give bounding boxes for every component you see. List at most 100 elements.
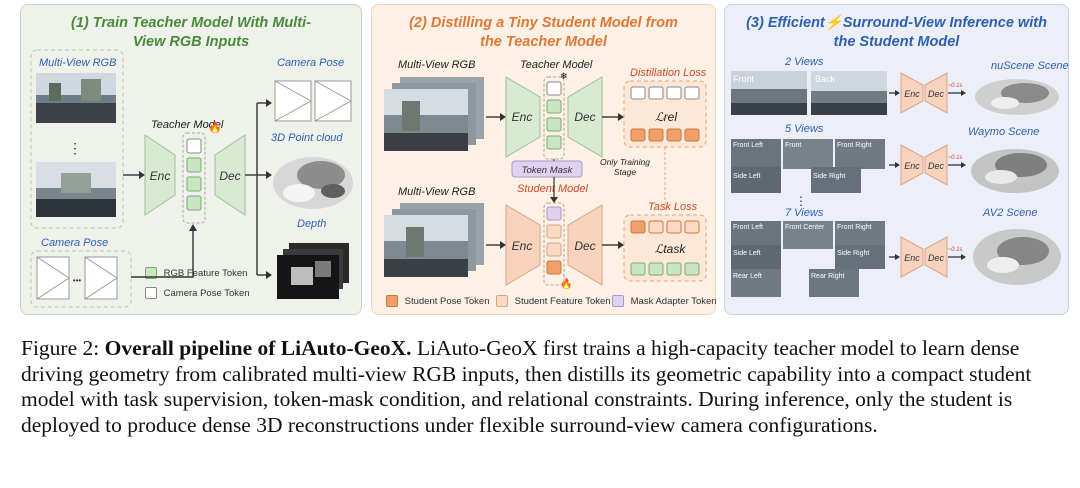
svg-text:Enc: Enc [904, 161, 920, 171]
fire-icon-2: 🔥 [560, 277, 572, 290]
two-view-images [731, 71, 887, 115]
teacher-enc-block [144, 134, 176, 216]
rgb-group-frame [30, 49, 124, 229]
camera-pose-label: Camera Pose [41, 237, 109, 249]
panel2-title: (2) Distilling a Tiny Student Model from… [372, 14, 715, 52]
output-point-cloud-label: 3D Point cloud [271, 132, 343, 144]
seven-front-center: Front Center [785, 224, 825, 231]
out-pose-boxes [274, 80, 352, 122]
panel1-title-line2: View RGB Inputs [132, 34, 250, 50]
panel3-title-suffix: Surround-View Inference with [842, 15, 1047, 31]
snowflake-icon: ❄ [560, 71, 568, 81]
five-side-right: Side Right [813, 173, 845, 180]
views-ellipsis: ⋮ [795, 194, 807, 208]
teacher-dec-block [214, 134, 246, 216]
legend-student-feature: Student Feature Token [496, 295, 611, 307]
legend-rgb-text: RGB Feature Token [163, 267, 248, 279]
teacher-token-stack-2 [543, 76, 565, 160]
output-camera-pose-label: Camera Pose [277, 57, 345, 69]
caption-title: Overall pipeline of LiAuto-GeoX. [104, 336, 412, 360]
depth-maps [277, 243, 349, 299]
inference-panel: (3) Efficient⚡Surround-View Inference wi… [724, 4, 1069, 315]
teacher-enc-block-2 [505, 76, 541, 158]
token-mask-box [511, 160, 583, 178]
seven-side-left: Side Left [733, 250, 761, 257]
five-front-right: Front Right [837, 142, 872, 149]
seven-front-left: Front Left [733, 224, 763, 231]
l-task-text: ℒtask [655, 242, 687, 256]
pose-dots: ••• [73, 276, 82, 285]
seven-front-right: Front Right [837, 224, 872, 231]
multiview-rgb-top-label: Multi-View RGB [398, 59, 476, 71]
five-front: Front [785, 142, 801, 149]
teacher-model-label: Teacher Model [151, 119, 224, 131]
svg-text:Enc: Enc [904, 253, 920, 263]
distill-top-tokens [630, 86, 700, 100]
only-training-note: Only Training Stage [600, 157, 650, 177]
av2-reconstruction [973, 229, 1061, 285]
five-views-label: 5 Views [785, 123, 824, 135]
legend-mask-adapter: Mask Adapter Token [612, 295, 717, 307]
panel1-diagram: ⋮ ••• Enc 🔥 [30, 49, 353, 308]
nuscene-reconstruction [975, 79, 1059, 115]
rgb-token-2 [186, 176, 202, 192]
enc-text: Enc [150, 169, 171, 183]
panel3-title-prefix: (3) Efficient [746, 15, 825, 31]
point-cloud-render [273, 157, 353, 209]
av2-label: AV2 Scene [983, 207, 1038, 219]
seven-views-label: 7 Views [785, 207, 824, 219]
distillation-panel: (2) Distilling a Tiny Student Model from… [371, 4, 717, 315]
teacher-enc-text: Enc [512, 110, 533, 124]
panel1-title-line1: (1) Train Teacher Model With Multi- [71, 15, 311, 31]
pose-box-1 [36, 256, 70, 300]
panel3-title-line1: (3) Efficient⚡Surround-View Inference wi… [725, 14, 1068, 33]
svg-text:Enc: Enc [904, 89, 920, 99]
teacher-dec-block-2 [567, 76, 603, 158]
pose-token [186, 138, 202, 154]
lightning-icon: ⚡ [824, 15, 843, 31]
distill-bottom-tokens [630, 128, 700, 142]
pose-to-tokens-arrow [131, 231, 194, 278]
multiview-rgb-label: Multi-View RGB [39, 57, 117, 69]
waymo-label: Waymo Scene [968, 126, 1040, 138]
panel3-diagram: Front Back Front Left Front Front Right … [731, 71, 1061, 297]
rgb-token-1 [186, 157, 202, 173]
svg-text:~0.1s: ~0.1s [948, 83, 963, 89]
rgb-image-2 [36, 162, 116, 217]
token-mask-text: Token Mask [522, 165, 574, 176]
teacher-model-label-2: Teacher Model [520, 59, 593, 71]
student-dec-block [567, 204, 603, 286]
student-feature-swatch [496, 295, 508, 307]
panel3-title: (3) Efficient⚡Surround-View Inference wi… [725, 14, 1068, 52]
legend-rgb-feature: RGB Feature Token [145, 267, 247, 279]
pose-group-frame [30, 250, 132, 308]
task-loss-label: Task Loss [648, 201, 698, 213]
panel1-title: (1) Train Teacher Model With Multi- View… [21, 14, 361, 52]
distillation-loss-label: Distillation Loss [630, 67, 707, 79]
two-views-label: 2 Views [785, 56, 824, 68]
only-training-line1: Only Training [600, 157, 650, 167]
teacher-dec-text: Dec [574, 110, 595, 124]
student-dec-text: Dec [574, 239, 595, 253]
svg-text:Dec: Dec [928, 161, 945, 171]
multiview-rgb-bottom-label: Multi-View RGB [398, 186, 476, 198]
svg-text:Dec: Dec [928, 253, 945, 263]
rgb-stack-bottom [384, 203, 484, 277]
legend-student-pose: Student Pose Token [386, 295, 490, 307]
figure-caption: Figure 2: Overall pipeline of LiAuto-Geo… [21, 336, 1071, 438]
cam-back-text: Back [815, 74, 836, 84]
five-side-left: Side Left [733, 173, 761, 180]
student-model-label: Student Model [517, 183, 588, 195]
seven-side-right: Side Right [837, 250, 869, 257]
rgb-token-3 [186, 195, 202, 211]
dec-text: Dec [219, 169, 240, 183]
row-two-views-model: Enc Dec ~0.1s [889, 72, 966, 114]
panel2-title-line1: (2) Distilling a Tiny Student Model from [409, 15, 678, 31]
l-rel-text: ℒrel [655, 110, 677, 124]
svg-text:~0.1s: ~0.1s [948, 247, 963, 253]
caption-body: LiAuto-GeoX first trains a high-capacity… [21, 336, 1032, 437]
rgb-feature-swatch [145, 267, 157, 279]
legend-student-pose-text: Student Pose Token [404, 295, 490, 307]
cam-front-text: Front [733, 74, 755, 84]
seven-rear-right: Rear Right [811, 273, 845, 280]
